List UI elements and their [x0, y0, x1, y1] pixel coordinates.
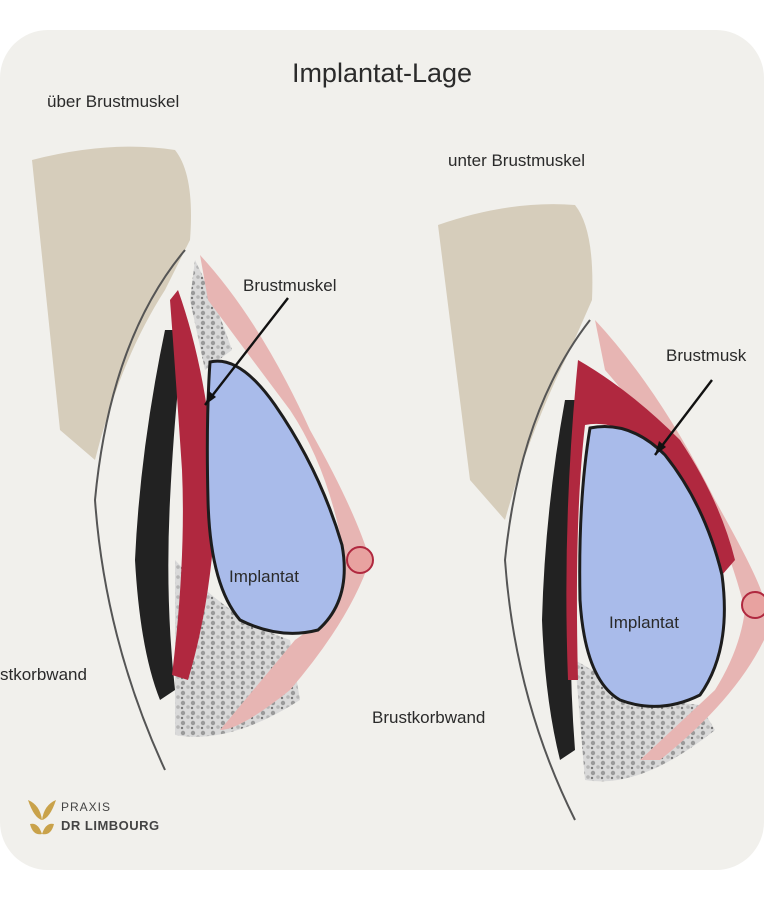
left-implant-label: Implantat: [229, 567, 299, 586]
left-muscle-arrowhead: [205, 391, 216, 405]
right-nipple: [741, 591, 764, 619]
left-fat-upper: [190, 260, 232, 370]
left-chestwall-label: stkorbwand: [0, 665, 87, 684]
right-implant-label: Implantat: [609, 613, 679, 632]
left-heading: über Brustmuskel: [47, 92, 180, 111]
left-chest-wall-lines: [93, 249, 186, 771]
left-muscle-label: Brustmuskel: [243, 276, 337, 295]
left-diagram: [32, 146, 374, 771]
left-muscle-arrow: [204, 297, 289, 406]
right-chest-wall-lines: [503, 319, 591, 821]
right-muscle-arrowhead: [655, 441, 666, 455]
right-skin-shadow: [438, 204, 593, 520]
butterfly-logo-icon: [28, 800, 56, 835]
left-skin-shadow: [32, 146, 191, 460]
left-rib-dark: [135, 330, 185, 700]
left-implant: [205, 359, 346, 635]
right-muscle-arrow: [654, 379, 713, 456]
right-pectoral-muscle: [566, 360, 735, 680]
left-pectoral-muscle: [170, 290, 216, 680]
right-chestwall-label: Brustkorbwand: [372, 708, 486, 727]
logo-line1: PRAXIS: [61, 800, 112, 814]
page-title: Implantat-Lage: [291, 58, 473, 88]
left-nipple: [346, 546, 374, 574]
logo-line2: DR LIMBOURG: [61, 818, 160, 833]
right-muscle-label: Brustmusk: [666, 346, 747, 365]
right-breast-tissue: [595, 320, 764, 760]
right-implant: [578, 425, 726, 708]
right-heading: unter Brustmuskel: [448, 151, 585, 170]
right-diagram: [438, 204, 764, 821]
